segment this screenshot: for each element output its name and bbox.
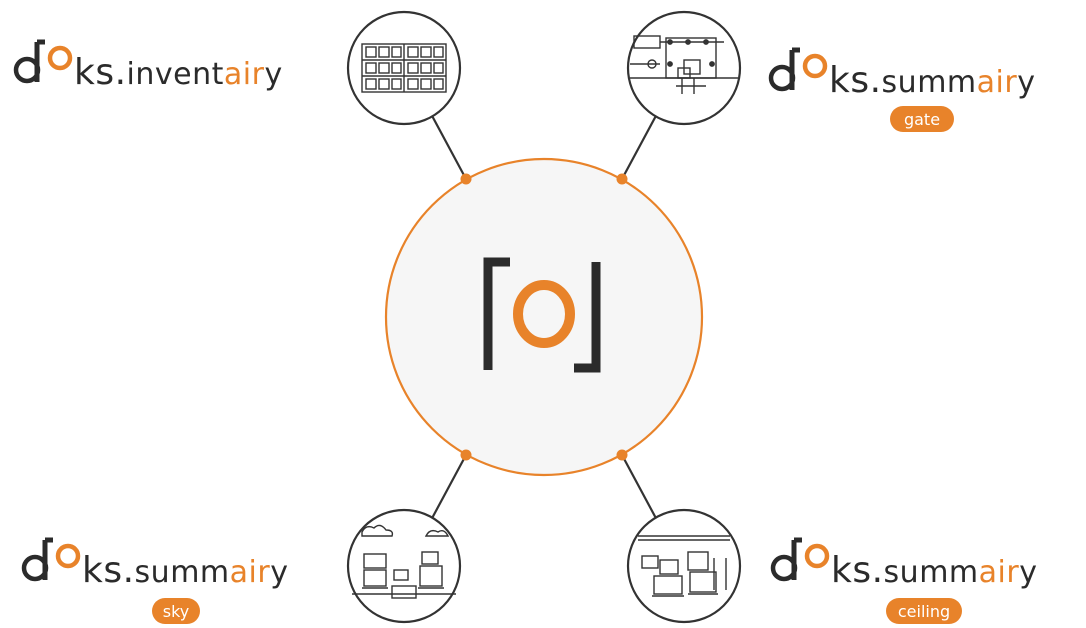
doks-o-mark (55, 543, 81, 569)
connector-summairy-gate (621, 111, 659, 180)
brand-summairy-gate: ks.summairy gate (768, 47, 1035, 132)
doks-bracket-o-logo (483, 257, 601, 373)
svg-text:ks.inventairy: ks.inventairy (74, 52, 283, 93)
warehouse-shelves-icon (346, 10, 462, 126)
brand-wordmark: ks. (831, 550, 884, 591)
product-name-start: summ (884, 555, 979, 590)
connector-summairy-ceiling (621, 454, 659, 523)
brand-wordmark: ks. (74, 52, 127, 93)
badge-sky-label: sky (163, 602, 190, 621)
product-name-end: y (270, 555, 288, 590)
connector-inventairy (429, 111, 467, 180)
ceiling-scanner-icon (626, 508, 742, 624)
brand-wordmark: ks. (82, 550, 135, 591)
brand-summairy-sky: ks.summairy sky (21, 537, 288, 624)
brand-wordmark: ks. (829, 60, 882, 101)
hub-circle (384, 157, 704, 477)
badge-sky (152, 598, 200, 624)
badge-gate (890, 106, 954, 132)
doks-o-mark (47, 45, 73, 71)
connectors (429, 111, 659, 523)
brand-inventairy: ks.inventairy (13, 39, 283, 93)
left-bracket (483, 257, 510, 370)
right-bracket (574, 262, 601, 373)
product-name-start: summ (135, 555, 230, 590)
product-name-end: y (264, 57, 282, 92)
doks-d-bowl (21, 554, 49, 582)
brand-summairy-ceiling: ks.summairy ceiling (770, 537, 1037, 624)
doks-d-bowl (13, 56, 41, 84)
svg-text:ks.summairy: ks.summairy (829, 60, 1035, 101)
badge-ceiling-label: ceiling (898, 602, 950, 621)
connector-summairy-sky (429, 454, 467, 523)
doks-o-mark (804, 543, 830, 569)
outdoor-pallets-icon (346, 508, 462, 624)
product-name-accent: air (224, 57, 265, 92)
doks-d-bowl (770, 554, 798, 582)
loading-gate-icon (626, 10, 742, 126)
product-name-start: invent (127, 57, 224, 92)
product-name-accent: air (977, 65, 1018, 100)
product-name-end: y (1019, 555, 1037, 590)
product-name-accent: air (230, 555, 271, 590)
product-name-accent: air (979, 555, 1020, 590)
connector-dots (460, 173, 628, 461)
svg-text:ks.summairy: ks.summairy (82, 550, 288, 591)
svg-text:ks.summairy: ks.summairy (831, 550, 1037, 591)
badge-gate-label: gate (904, 110, 940, 129)
badge-ceiling (886, 598, 962, 624)
product-name-start: summ (882, 65, 977, 100)
product-name-end: y (1017, 65, 1035, 100)
doks-o-mark (802, 53, 828, 79)
doks-d-bowl (768, 64, 796, 92)
logo-o (513, 280, 575, 348)
